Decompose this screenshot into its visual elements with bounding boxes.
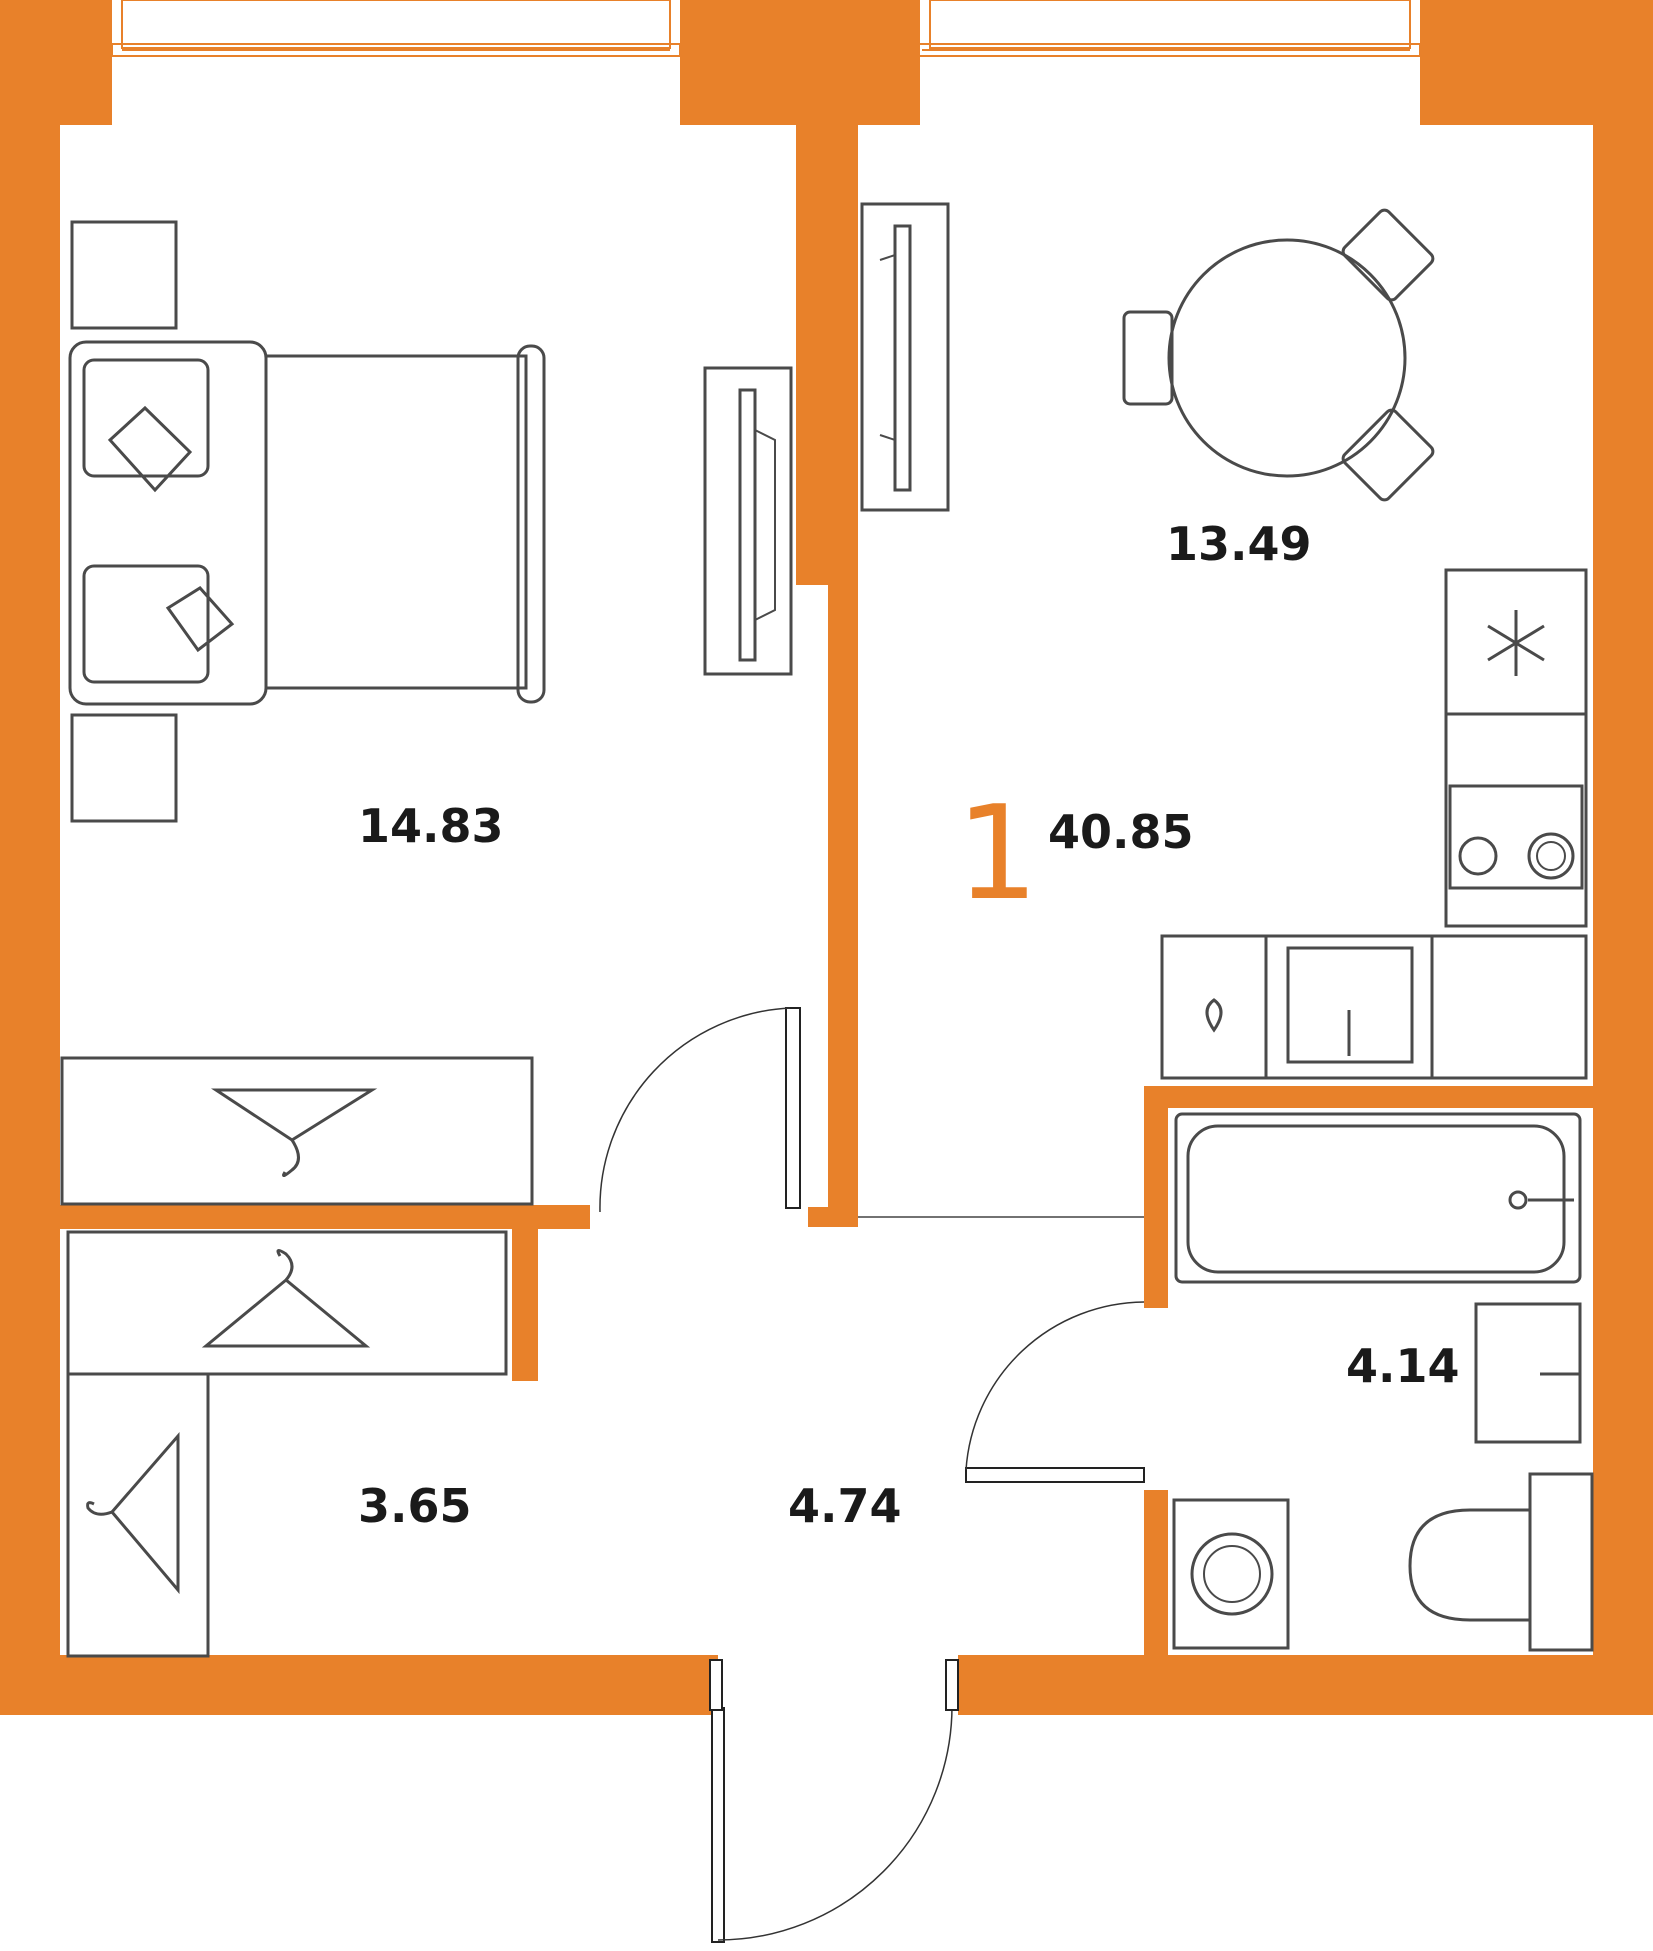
area-wardrobe: 3.65 <box>358 1479 472 1533</box>
hanger-icon <box>86 1431 180 1595</box>
wall-wardrobe-right <box>512 1229 538 1381</box>
chair-bottom-right <box>1341 408 1435 502</box>
wall-bath-top <box>1144 1086 1593 1108</box>
wall-bedroom-bottom <box>60 1205 590 1229</box>
window-bedroom <box>111 0 681 125</box>
wall-bath-left-upper <box>1144 1086 1168 1308</box>
pillow-bottom <box>82 564 210 684</box>
bed-headboard <box>68 340 268 706</box>
window-living <box>911 0 1421 125</box>
rooms-count: 1 <box>956 777 1039 929</box>
pillow-top <box>82 358 210 478</box>
wall-bath-left-lower <box>1144 1490 1168 1660</box>
area-bedroom: 14.83 <box>358 799 504 853</box>
wall-left <box>0 0 60 1715</box>
wall-partition-lower <box>828 585 858 1225</box>
wall-bottom-left <box>0 1655 718 1715</box>
chair-top-right <box>1341 208 1435 302</box>
hanger-icon <box>201 1249 371 1348</box>
area-hallway: 4.74 <box>788 1479 902 1533</box>
wall-top-middle <box>680 0 920 125</box>
closet-wardrobe-top <box>66 1230 508 1376</box>
tv-stand-living <box>860 202 950 512</box>
wall-right <box>1593 0 1653 1715</box>
total-area: 40.85 <box>1048 805 1194 859</box>
door-entrance[interactable] <box>711 1707 725 1943</box>
chair-left <box>1122 310 1174 406</box>
tv-stand-bedroom <box>703 366 793 676</box>
bathtub <box>1174 1112 1582 1284</box>
bed-mattress <box>264 354 528 690</box>
wardrobe-furniture <box>60 1056 534 1658</box>
area-bathroom: 4.14 <box>1346 1339 1460 1393</box>
walls <box>0 0 1653 1715</box>
wall-partition-stub <box>808 1207 858 1227</box>
closet-wardrobe-left <box>66 1372 210 1658</box>
drop-icon <box>1205 998 1223 1033</box>
area-kitchen-living: 13.49 <box>1166 517 1312 571</box>
faucet-icon <box>1508 1190 1528 1210</box>
hanger-icon <box>210 1088 378 1177</box>
kitchen-counter-bottom <box>1160 934 1588 1080</box>
toilet-tank <box>1528 1472 1594 1652</box>
doors <box>599 1007 1145 1943</box>
bedroom-furniture <box>68 220 793 823</box>
nightstand-top <box>70 220 178 330</box>
closet-bedroom <box>60 1056 534 1206</box>
door-bedroom[interactable] <box>785 1007 801 1209</box>
labels: 14.83 13.49 1 40.85 4.14 3.65 4.74 <box>358 517 1460 1533</box>
cushion-bottom <box>165 586 235 653</box>
toilet <box>1408 1508 1530 1622</box>
dining-table <box>1167 238 1407 478</box>
snowflake-icon <box>1487 610 1545 676</box>
nightstand-bottom <box>70 713 178 823</box>
kitchen-sink <box>1286 946 1414 1064</box>
wall-partition-upper <box>796 125 858 585</box>
cushion-top <box>107 405 193 493</box>
wall-top-left <box>0 0 112 125</box>
washing-machine <box>1172 1498 1290 1650</box>
bathroom-fixtures <box>1172 1112 1594 1652</box>
door-bathroom[interactable] <box>965 1467 1145 1483</box>
living-furniture <box>860 202 1588 1080</box>
wall-bottom-right <box>958 1655 1653 1715</box>
stove <box>1448 784 1584 890</box>
bed-footboard <box>516 344 546 704</box>
kitchen-counter-right <box>1444 712 1588 928</box>
